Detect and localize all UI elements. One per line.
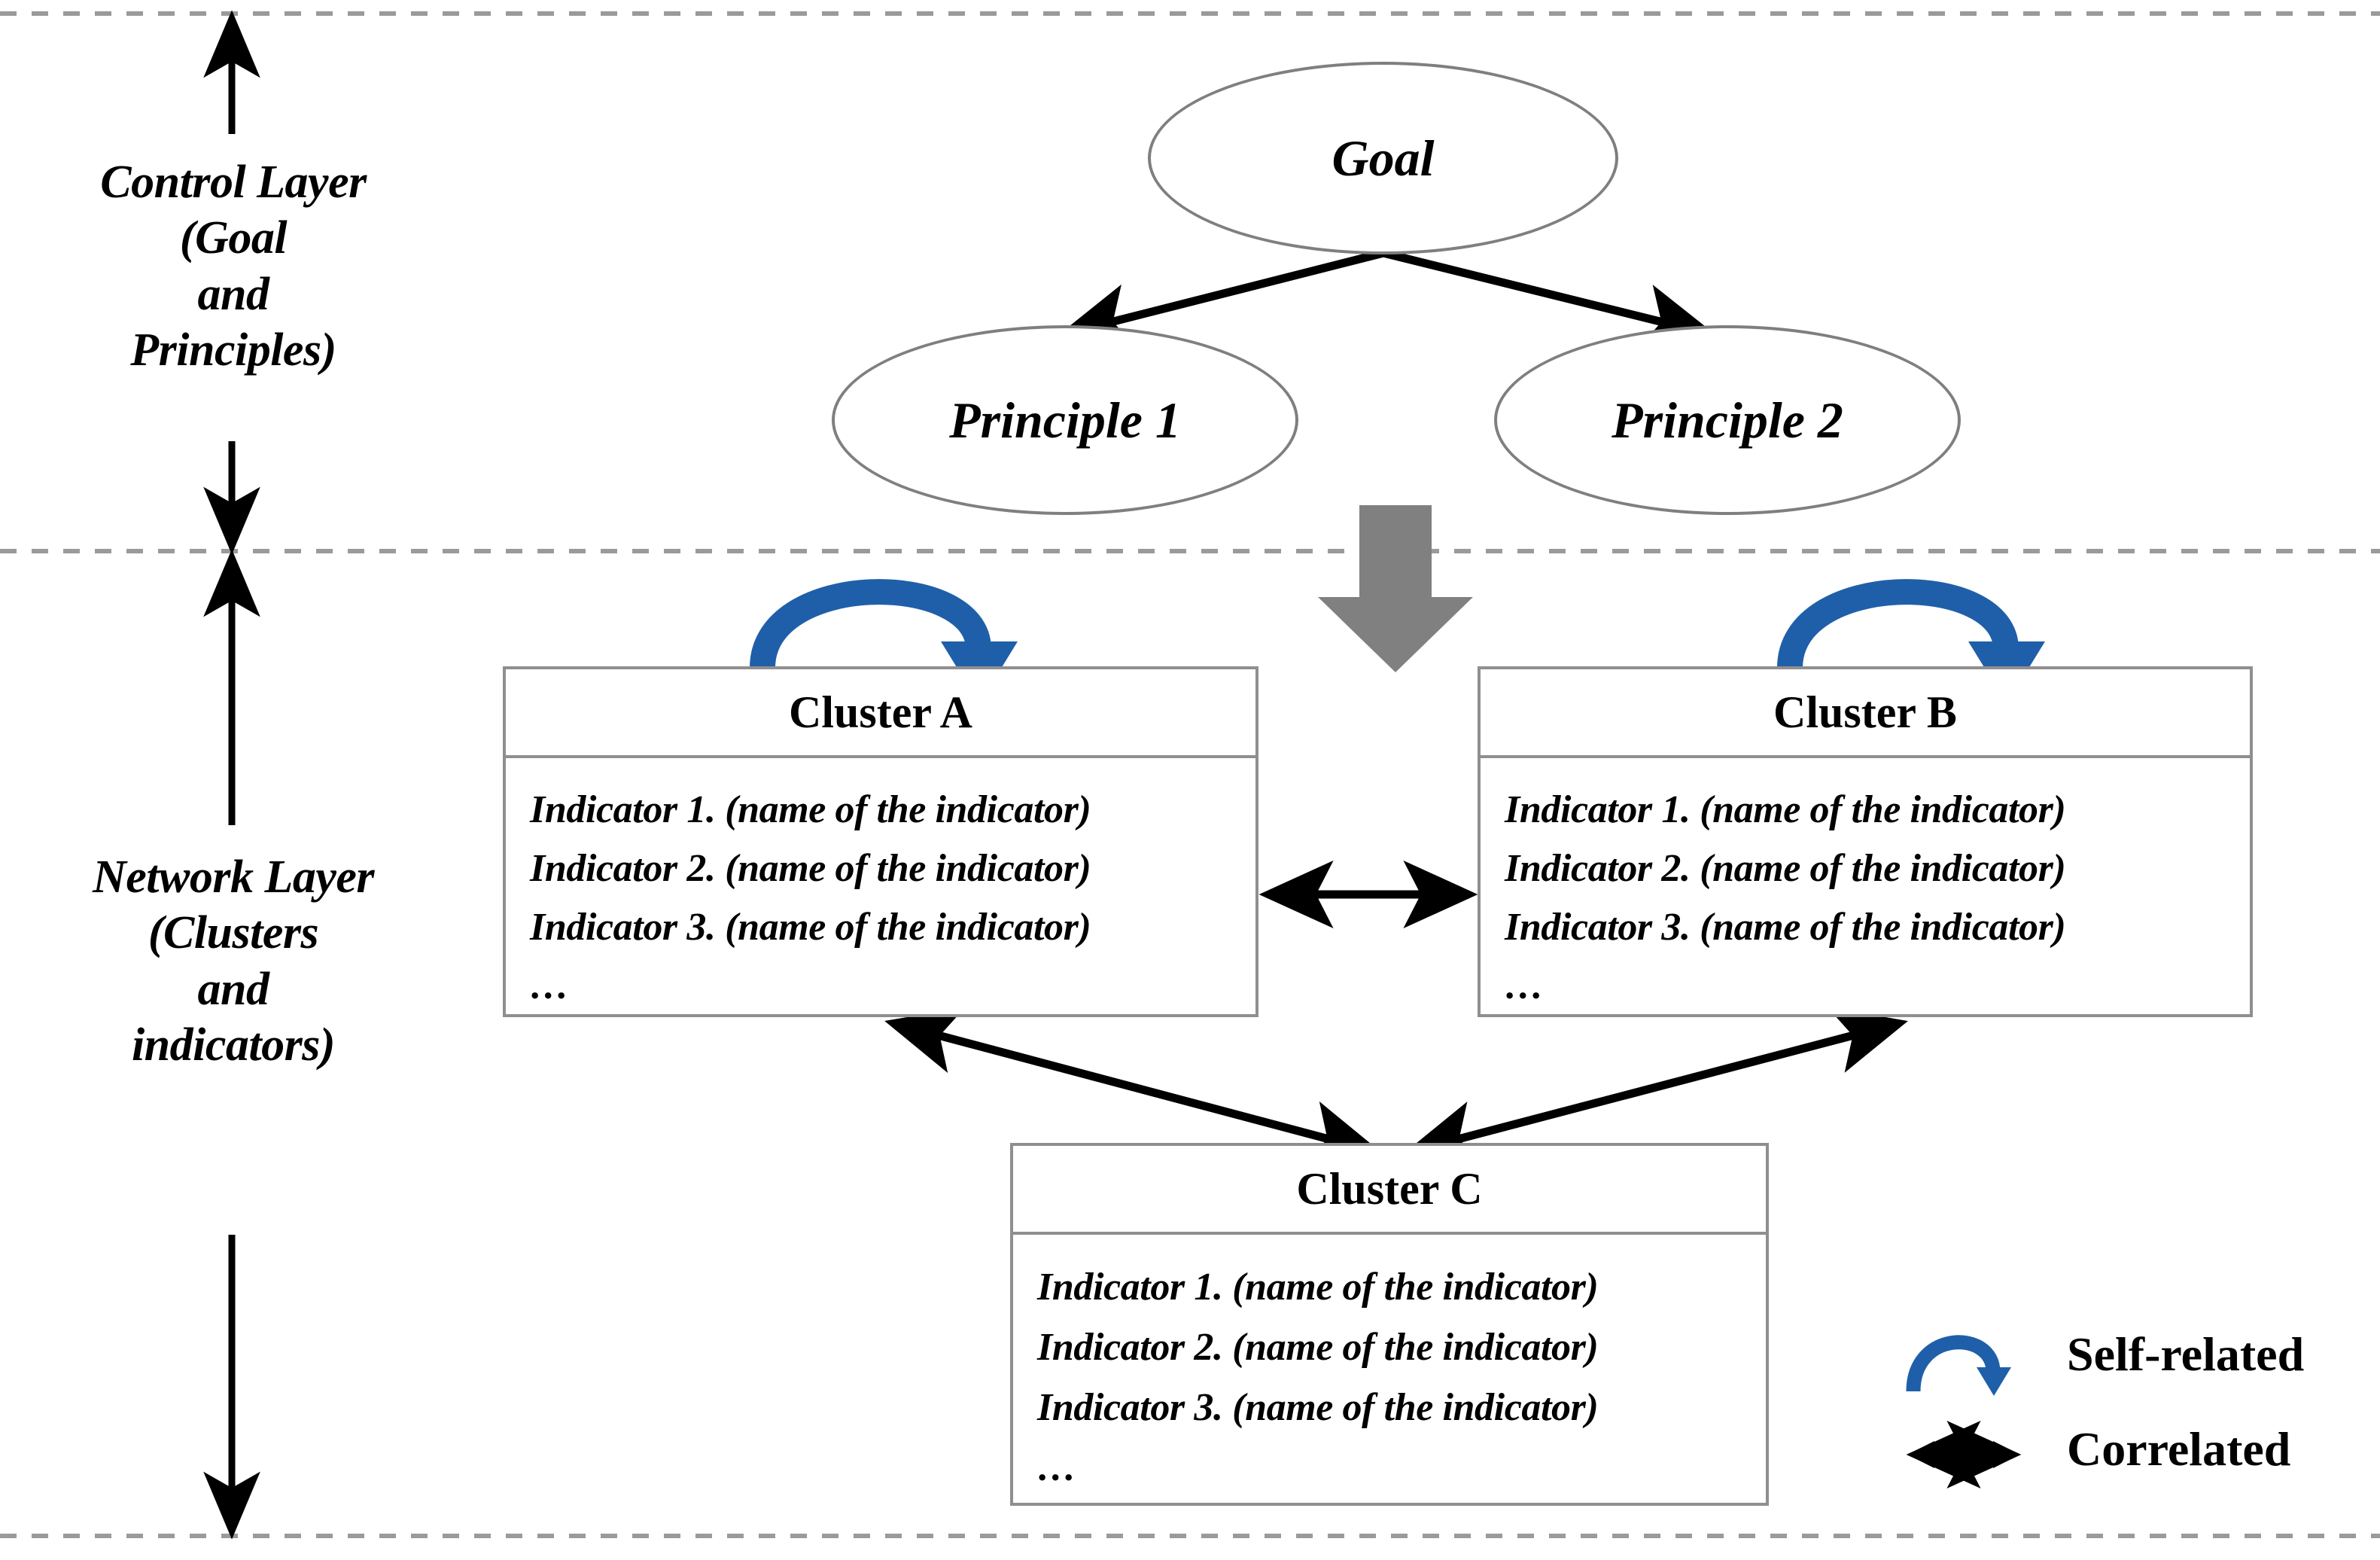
self-related-arc-icon (1906, 1335, 2011, 1396)
edge-goal-to-principle-1 (1058, 248, 1385, 351)
cluster-c-title: Cluster C (1013, 1146, 1766, 1235)
list-item-ellipsis: … (1505, 964, 1545, 1007)
cluster-b-indicator-list: Indicator 1. (name of the indicator) Ind… (1481, 758, 2250, 1016)
edge-goal-to-principle-2 (1382, 248, 1717, 351)
layer-transition-arrow (1318, 505, 1473, 672)
list-item: Indicator 2. (name of the indicator) (1037, 1326, 1599, 1369)
cluster-b-title: Cluster B (1481, 669, 2250, 758)
legend-label-correlated: Correlated (2067, 1422, 2291, 1476)
legend-label-self-related: Self-related (2067, 1327, 2305, 1381)
edge-cluster-a-cluster-c (884, 1007, 1383, 1168)
legend-item-correlated: Correlated (1897, 1408, 2290, 1491)
principle-1-node[interactable]: Principle 1 (832, 325, 1298, 515)
cluster-c-box[interactable]: Cluster C Indicator 1. (name of the indi… (1010, 1143, 1769, 1506)
list-item: Indicator 3. (name of the indicator) (530, 906, 1091, 949)
cluster-b-box[interactable]: Cluster B Indicator 1. (name of the indi… (1478, 666, 2253, 1017)
network-layer-label: Network Layer (Clusters and indicators) (92, 852, 375, 1071)
goal-node-label: Goal (1332, 129, 1435, 187)
edge-cluster-b-cluster-c (1404, 1007, 1908, 1168)
list-item: Indicator 2. (name of the indicator) (530, 847, 1091, 890)
cluster-c-indicator-list: Indicator 1. (name of the indicator) Ind… (1013, 1235, 1766, 1498)
list-item: Indicator 1. (name of the indicator) (530, 788, 1091, 831)
cluster-a-box[interactable]: Cluster A Indicator 1. (name of the indi… (503, 666, 1258, 1017)
principle-1-node-label: Principle 1 (949, 391, 1181, 449)
cluster-a-indicator-list: Indicator 1. (name of the indicator) Ind… (506, 758, 1255, 1016)
goal-node[interactable]: Goal (1148, 62, 1618, 254)
cluster-a-title: Cluster A (506, 669, 1255, 758)
legend-item-self-related: Self-related (1897, 1310, 2304, 1399)
principle-2-node-label: Principle 2 (1612, 391, 1843, 449)
correlated-double-arrow-icon (1906, 1420, 2022, 1489)
list-item: Indicator 3. (name of the indicator) (1505, 906, 2066, 949)
list-item: Indicator 3. (name of the indicator) (1037, 1386, 1599, 1429)
list-item: Indicator 1. (name of the indicator) (1505, 788, 2066, 831)
control-layer-label: Control Layer (Goal and Principles) (100, 157, 367, 376)
legend: Self-related Correlated (1897, 1310, 2363, 1506)
principle-2-node[interactable]: Principle 2 (1494, 325, 1961, 515)
list-item-ellipsis: … (530, 964, 571, 1007)
list-item: Indicator 1. (name of the indicator) (1037, 1266, 1599, 1309)
list-item-ellipsis: … (1037, 1446, 1078, 1489)
list-item: Indicator 2. (name of the indicator) (1505, 847, 2066, 890)
